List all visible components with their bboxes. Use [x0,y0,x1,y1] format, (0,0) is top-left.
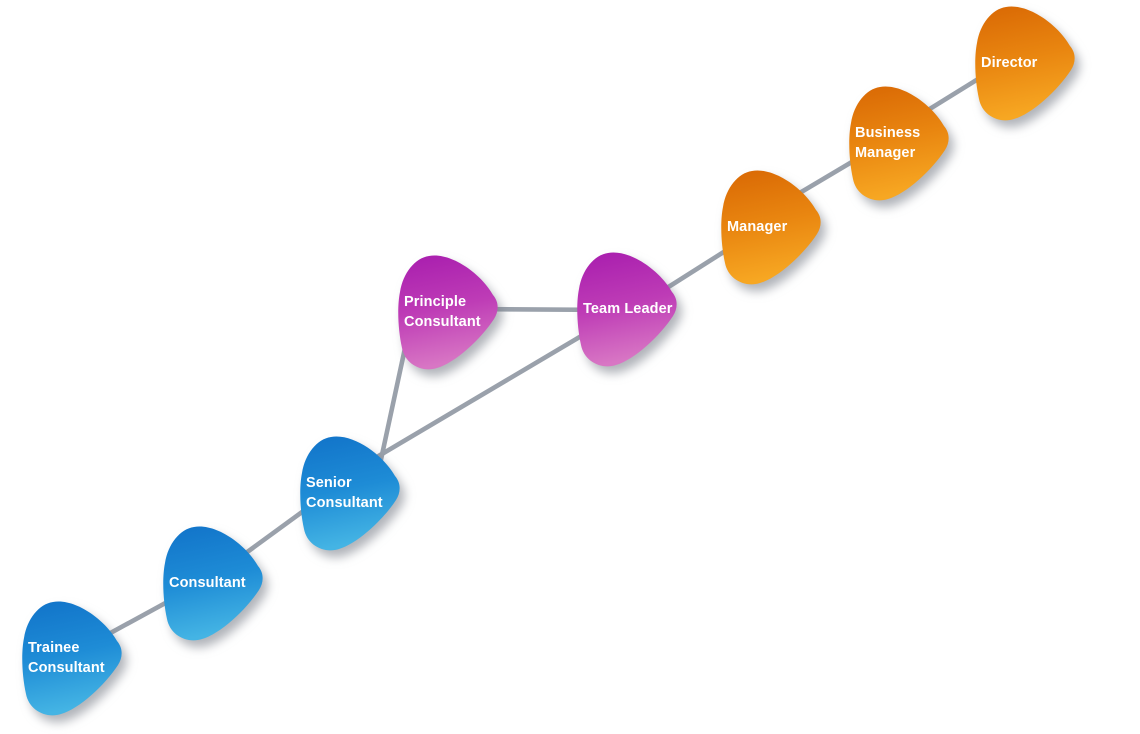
node-senior-consultant: Senior Consultant [294,432,406,552]
consultant-shape-icon [163,526,263,641]
director-shape-icon [975,6,1075,121]
node-business-manager: Business Manager [843,82,955,202]
connector-senior-consultant-to-team-leader [358,317,612,469]
node-director: Director [969,2,1081,122]
trainee-consultant-shape-icon [22,601,122,716]
business-manager-shape-icon [849,86,949,201]
senior-consultant-shape-icon [300,436,400,551]
manager-shape-icon [721,170,821,285]
node-team-leader: Team Leader [571,248,683,368]
node-manager: Manager [715,166,827,286]
team-leader-shape-icon [577,252,677,367]
node-trainee-consultant: Trainee Consultant [16,597,128,717]
node-principle-consultant: Principle Consultant [392,251,504,371]
principle-consultant-shape-icon [398,255,498,370]
node-consultant: Consultant [157,522,269,642]
